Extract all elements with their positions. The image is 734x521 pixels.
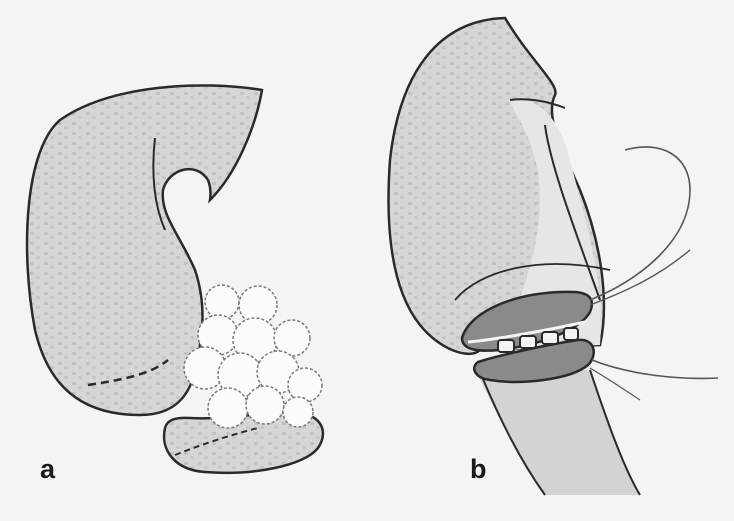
panel-b-tube — [478, 370, 640, 495]
panel-a-drawing — [27, 85, 323, 472]
panel-label-b: b — [470, 456, 487, 483]
panel-b-thread-3 — [592, 360, 718, 378]
panel-label-a: a — [40, 456, 55, 483]
panel-b-thread-1 — [590, 147, 690, 300]
panel-b-drawing — [389, 18, 718, 495]
panel-a-bubble-cluster — [184, 285, 322, 428]
